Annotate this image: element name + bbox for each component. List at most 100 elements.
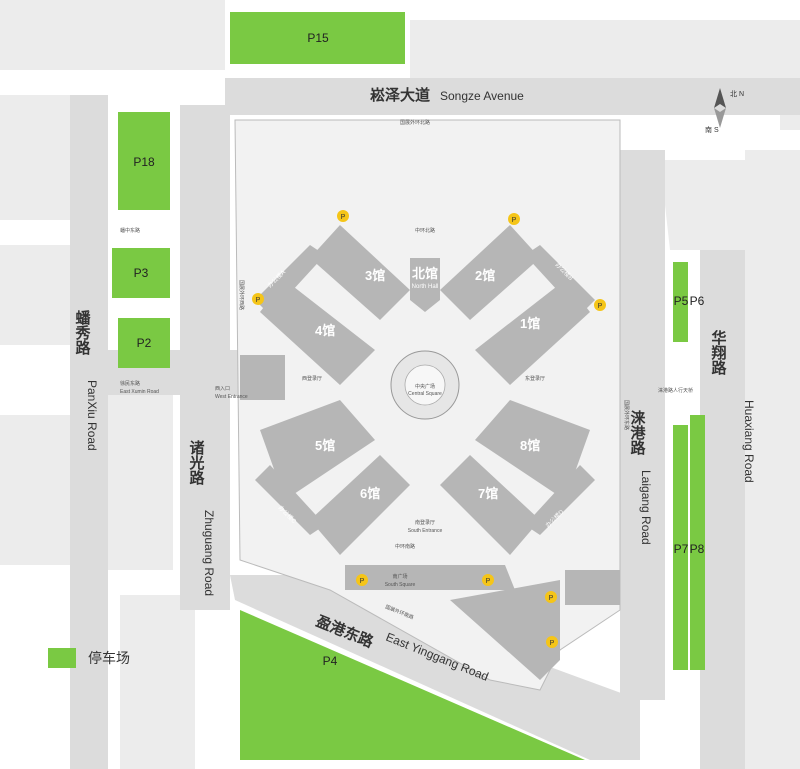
office-sw (255, 465, 325, 535)
legend-label: 停车场 (88, 650, 130, 666)
exhibition-halls (240, 225, 620, 680)
zhonghuan-north-label: 中环北路 (415, 227, 435, 234)
north-hall-label: 北馆 (412, 266, 438, 281)
west-entrance-en-label: West Entrance (215, 394, 248, 400)
hall-6 (310, 455, 410, 555)
guozhan-east-label: 国展外环东路 (623, 400, 630, 430)
parking-lots (112, 12, 705, 760)
hall-2-label: 2馆 (475, 268, 495, 283)
parking-p5-label: P5 (674, 294, 689, 308)
south-ground (450, 580, 560, 680)
hall-8-label: 8馆 (520, 438, 540, 453)
panxiu-en-label: PanXiu Road (85, 380, 99, 451)
east-lobby-label: 东登录厅 (525, 375, 545, 382)
block-east (745, 150, 800, 769)
parking-marker-label: P (550, 640, 555, 647)
block-west-3 (0, 415, 70, 565)
yinggang-road-strip (230, 575, 640, 760)
xumin-label: 徐民东路 (120, 380, 140, 387)
parking-marker (482, 574, 494, 586)
hall-7 (440, 455, 540, 555)
laigang-road-strip (620, 150, 665, 700)
parking-marker (252, 293, 264, 305)
parking-p7 (673, 425, 688, 670)
zhuguang-en-label: Zhuguang Road (202, 510, 216, 596)
compass-north-label: 北 N (730, 90, 744, 98)
block-nw (0, 0, 225, 70)
office-nw (255, 245, 325, 315)
parking-p3 (112, 248, 170, 298)
block-west-2 (0, 245, 70, 345)
block-west-4 (108, 395, 173, 570)
parking-p7-label: P7 (674, 542, 689, 556)
office-se (525, 465, 595, 535)
hall-1-label: 1馆 (520, 316, 540, 331)
parking-marker-label: P (512, 217, 517, 224)
south-lobby-en-label: South Entrance (408, 528, 443, 534)
parking-p6-label: P6 (690, 294, 705, 308)
laigang-en-label: Laigang Road (639, 470, 653, 545)
west-lobby-label: 西登录厅 (302, 375, 322, 382)
guozhan-west-label: 国展外环西路 (238, 280, 245, 310)
parking-marker-label: P (256, 297, 261, 304)
parking-marker (546, 636, 558, 648)
panzhong-label: 蟠中东路 (120, 227, 140, 234)
panxiu-cn-label: 蟠秀路 (74, 309, 92, 355)
west-entrance-label: 西入口 (215, 386, 230, 392)
huaxiang-en-label: Huaxiang Road (742, 400, 756, 483)
hall-1 (475, 280, 590, 385)
xumin-en-label: East Xumin Road (120, 389, 159, 395)
parking-p15 (230, 12, 405, 64)
south-square (345, 565, 515, 590)
hall-4-label: 4馆 (315, 323, 335, 338)
central-square-inner (404, 364, 446, 406)
hall-3-label: 3馆 (365, 268, 385, 283)
xumin-road-strip (70, 350, 240, 395)
legend: 停车场 (48, 648, 130, 668)
parking-p15-label: P15 (307, 31, 329, 45)
south-square-en-label: South Square (385, 582, 416, 588)
roads (70, 78, 800, 769)
central-square-en-label: Central Square (408, 391, 442, 397)
songze-cn-label: 崧泽大道 (370, 86, 430, 104)
parking-p8-label: P8 (690, 542, 705, 556)
hall-5 (260, 400, 375, 500)
parking-p4-label: P4 (323, 654, 338, 668)
parking-p18-label: P18 (133, 155, 155, 169)
office-ne (525, 245, 595, 315)
hall-7-label: 7馆 (478, 486, 498, 501)
parking-p2-label: P2 (137, 336, 152, 350)
north-hall (410, 258, 440, 312)
guozhan-north-label: 国展外环北路 (400, 119, 430, 126)
parking-marker-label: P (341, 214, 346, 221)
huaxiang-cn-label: 华翔路 (710, 329, 728, 375)
parking-markers: P P P P P P P P (252, 210, 606, 648)
south-lobby-label: 南登录厅 (415, 519, 435, 526)
block-west-1 (0, 95, 70, 220)
songze-en-label: Songze Avenue (440, 89, 524, 103)
laigang-cn-label: 涞港路 (629, 409, 646, 455)
huaxiang-road-strip (700, 250, 745, 769)
compass-icon: 北 N 南 S (705, 88, 744, 134)
songze-avenue-road (225, 78, 800, 115)
block-ne-corner (660, 160, 745, 250)
west-entrance-building (240, 355, 285, 400)
south-square-label: 南广场 (392, 573, 407, 580)
legend-swatch (48, 648, 76, 668)
parking-marker (356, 574, 368, 586)
north-hall-en-label: North Hall (412, 284, 439, 290)
parking-marker (337, 210, 349, 222)
parking-marker-label: P (360, 578, 365, 585)
hall-2 (440, 225, 540, 320)
parking-marker (508, 213, 520, 225)
compass-south-label: 南 S (705, 125, 719, 134)
zhonghuan-south-label: 中环南路 (395, 543, 415, 550)
hall-4 (260, 280, 375, 385)
huaxiang-bridge-label: 涞港路人行天桥 (658, 387, 693, 394)
parking-p2 (118, 318, 170, 368)
block-sw (120, 595, 195, 769)
central-square-label: 中央广场 (415, 383, 435, 390)
parking-p4 (240, 610, 585, 760)
hall-6-label: 6馆 (360, 486, 380, 501)
